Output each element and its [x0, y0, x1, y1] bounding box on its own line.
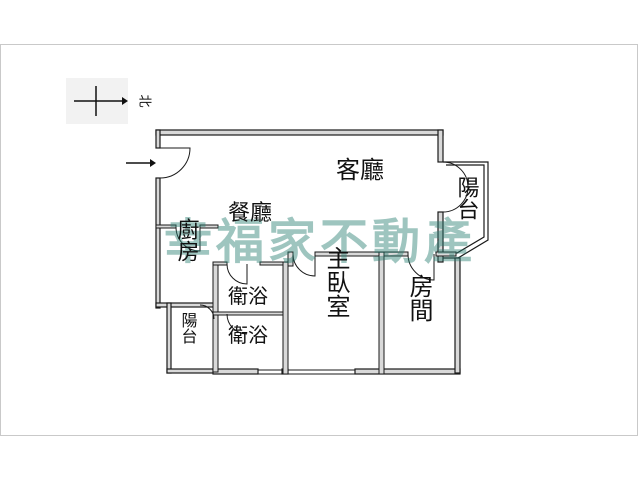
- kitchen-label: 廚房: [174, 218, 200, 262]
- balcony-south-label: 陽台: [179, 312, 198, 344]
- outer-walls: [155, 129, 489, 375]
- balcony-east-label: 陽台: [454, 176, 479, 220]
- entrance-arrow-icon: [126, 159, 156, 167]
- living-room-label: 客廳: [336, 156, 384, 184]
- compass: 北: [66, 78, 152, 124]
- bedroom-label: 房間: [405, 274, 433, 322]
- dining-room-label: 餐廳: [228, 201, 272, 226]
- master-bedroom-label: 主臥室: [322, 246, 350, 318]
- interior-walls: [155, 224, 457, 375]
- compass-north-label: 北: [137, 94, 152, 107]
- compass-arrow-icon: [122, 97, 128, 105]
- balcony-east-text: 陽台: [454, 176, 479, 220]
- watermark-text: 幸福家不動產: [164, 214, 476, 270]
- door-swings: [159, 147, 469, 375]
- bathroom-upper-label: 衛浴: [228, 284, 268, 308]
- room-labels: 客廳 餐廳 陽台 廚房 衛浴 衛浴 主臥室 房間 陽台: [174, 156, 479, 347]
- bathroom-lower-label: 衛浴: [228, 323, 268, 347]
